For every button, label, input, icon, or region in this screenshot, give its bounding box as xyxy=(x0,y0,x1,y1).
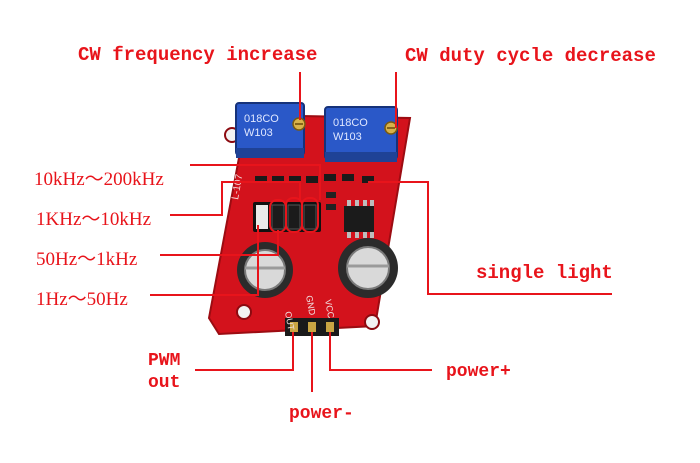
leader-10k-200k xyxy=(190,164,321,200)
pot-frequency-text-2: W103 xyxy=(244,127,273,139)
pot-frequency: 018CO W103 xyxy=(235,102,306,158)
leader-1k-10k xyxy=(170,181,301,216)
label-range-1khz-10khz: 1KHz～10kHz xyxy=(36,209,152,230)
label-range-50hz-1khz: 50Hz～1kHz xyxy=(36,249,138,270)
silk-model: L-107 xyxy=(230,173,245,201)
label-range-1hz-50hz: 1Hz～50Hz xyxy=(36,289,128,310)
mount-hole-bl xyxy=(236,304,252,320)
pin-gnd-silk: GND xyxy=(304,295,317,317)
label-pwm-out: PWM out xyxy=(148,351,181,393)
pin-out-silk: OUT xyxy=(283,311,296,332)
pot-frequency-text-1: 018CO xyxy=(244,113,279,125)
label-cw-frequency-increase: CW frequency increase xyxy=(78,44,318,66)
pot-duty-text-2: W103 xyxy=(333,131,362,143)
ic-chip xyxy=(344,200,374,238)
leader-lines xyxy=(150,72,612,392)
label-single-light: single light xyxy=(476,262,613,284)
pot-duty-text-1: 018CO xyxy=(333,117,368,129)
label-power-minus: power- xyxy=(289,404,354,424)
mount-hole-br xyxy=(364,314,380,330)
leader-50-1k xyxy=(160,230,279,256)
leader-single-light xyxy=(368,181,612,295)
pin-vcc-silk: VCC xyxy=(323,299,336,320)
label-range-10khz-200khz: 10kHz～200kHz xyxy=(34,169,164,190)
label-power-plus: power+ xyxy=(446,362,511,382)
capacitor-left xyxy=(237,242,293,298)
leader-pwm-out xyxy=(195,332,294,371)
capacitor-right xyxy=(338,238,398,298)
pin-header: OUT GND VCC xyxy=(283,295,339,336)
leader-power-plus xyxy=(329,332,432,371)
pot-duty-cycle: 018CO W103 xyxy=(324,106,398,162)
range-jumper-header: L-107 xyxy=(230,173,321,233)
label-cw-duty-cycle-decrease: CW duty cycle decrease xyxy=(405,45,656,67)
indicator-led xyxy=(362,176,374,183)
leader-1-50 xyxy=(150,225,259,296)
smd-components xyxy=(255,174,374,210)
